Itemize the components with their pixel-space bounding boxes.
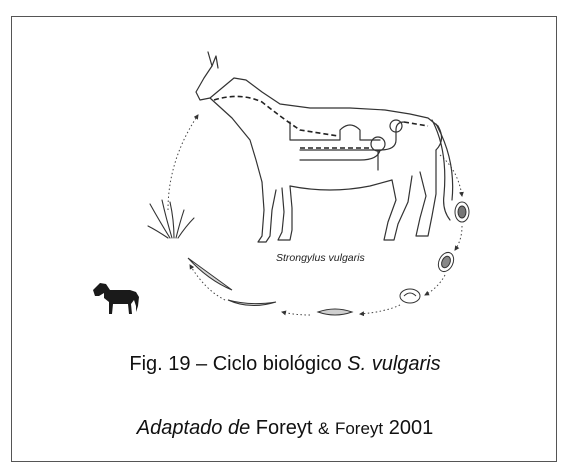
- species-label: Strongylus vulgaris: [276, 252, 365, 264]
- horse-icon: [196, 52, 453, 242]
- egg-icon: [435, 250, 456, 274]
- credit-year: 2001: [389, 417, 434, 439]
- caption-species: S. vulgaris: [347, 353, 440, 375]
- caption-prefix: Fig. 19 – Ciclo biológico: [129, 353, 347, 375]
- credit-author1: Foreyt: [256, 417, 313, 439]
- larva-icon: [188, 258, 232, 290]
- credit-adapted: Adaptado de: [137, 417, 250, 439]
- larva-icon: [318, 309, 352, 315]
- figure-credit: Adaptado de Foreyt & Foreyt 2001: [0, 416, 570, 441]
- horse-silhouette-icon: [93, 283, 139, 314]
- grass-icon: [148, 200, 194, 238]
- credit-author2: Foreyt: [335, 419, 383, 438]
- egg-icon: [455, 202, 469, 222]
- figure-caption: Fig. 19 – Ciclo biológico S. vulgaris: [0, 352, 570, 376]
- larva-icon: [228, 300, 276, 306]
- egg-icon: [400, 289, 420, 303]
- credit-amp: &: [318, 419, 329, 438]
- cycle-arrow-icon: [168, 115, 462, 315]
